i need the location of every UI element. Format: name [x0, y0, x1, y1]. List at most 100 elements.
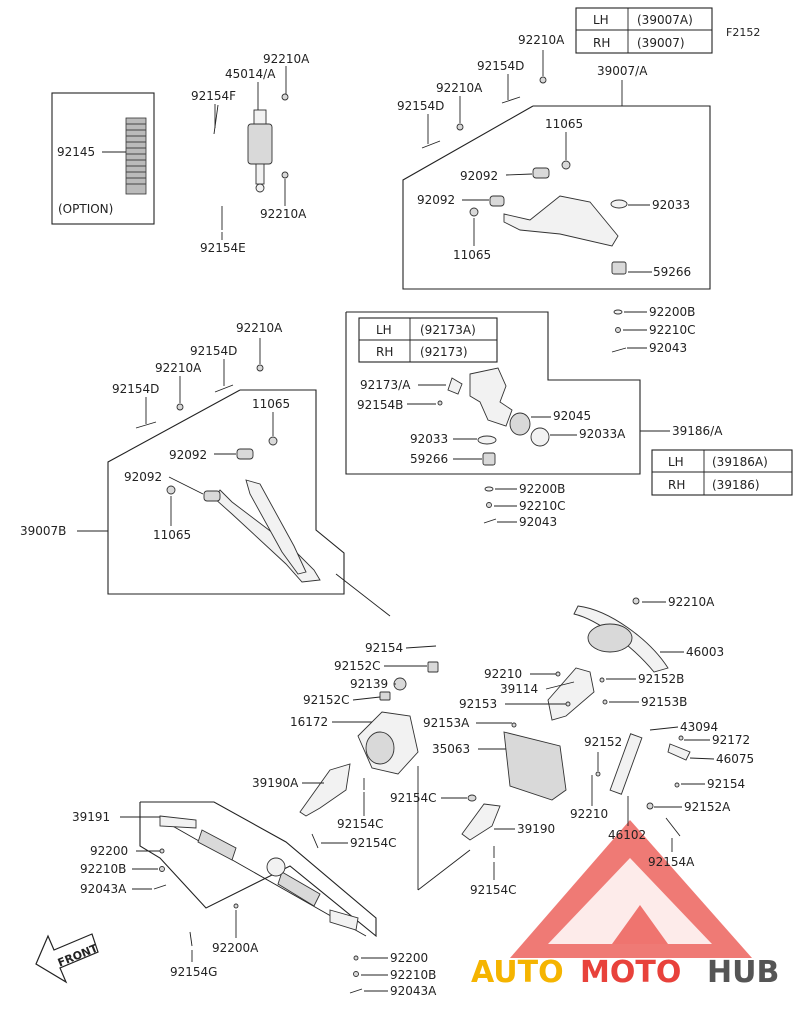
watermark-auto: AUTO [471, 955, 564, 990]
label-92092-3: 92092 [169, 448, 207, 462]
table-39186-r1c2: (39186A) [712, 455, 768, 469]
label-92210a-2: 92210A [260, 207, 307, 221]
label-92154c-4: 92154C [470, 883, 517, 897]
label-92210-2: 92210 [570, 807, 608, 821]
upper-arm-box [402, 105, 711, 290]
label-92092-4: 92092 [124, 470, 162, 484]
steering-knuckle [437, 367, 550, 466]
table-39186-r2c1: RH [668, 478, 685, 492]
steering-rack [153, 815, 367, 994]
label-59266-2: 59266 [410, 452, 448, 466]
label-92210a-5: 92210A [236, 321, 283, 335]
label-35063: 35063 [432, 742, 470, 756]
figure-code: F2152 [726, 26, 760, 39]
label-11065-1: 11065 [545, 117, 583, 131]
table-39007: LH (39007A) RH (39007) [575, 7, 713, 54]
knuckle-box: LH (92173A) RH (92173) [345, 311, 641, 475]
label-92154a: 92154A [648, 855, 695, 869]
table-39186-r2c2: (39186) [712, 478, 760, 492]
table-92173-r2c1: RH [376, 345, 393, 359]
table-39186-r1c1: LH [668, 455, 684, 469]
label-92152-1: 92152 [584, 735, 622, 749]
option-note: (OPTION) [58, 202, 113, 216]
label-46075: 46075 [716, 752, 754, 766]
label-11065-2: 11065 [453, 248, 491, 262]
table-92173-r1c2: (92173A) [420, 323, 476, 337]
label-39191: 39191 [72, 810, 110, 824]
label-92152c-1: 92152C [334, 659, 381, 673]
label-92043-1: 92043 [649, 341, 687, 355]
label-92154d-2: 92154D [397, 99, 444, 113]
upper-arm-bolts [421, 76, 547, 149]
label-92043a-1: 92043A [80, 882, 127, 896]
label-11065-4: 11065 [153, 528, 191, 542]
label-92092-1: 92092 [460, 169, 498, 183]
label-92210a-1: 92210A [263, 52, 310, 66]
label-92210a-7: 92210A [668, 595, 715, 609]
label-39190a: 39190A [252, 776, 299, 790]
lower-a-arm [166, 436, 321, 583]
table-39186: LH (39186A) RH (39186) [651, 449, 793, 496]
table-92173-r1c1: LH [376, 323, 392, 337]
label-92033-2: 92033 [410, 432, 448, 446]
watermark-logo: AUTO MOTO HUB [471, 820, 779, 990]
label-92033-1: 92033 [652, 198, 690, 212]
label-39007b: 39007B [20, 524, 66, 538]
label-92200b-2: 92200B [519, 482, 565, 496]
label-45014a: 45014/A [225, 67, 276, 81]
label-92210a-4: 92210A [436, 81, 483, 95]
label-92200-1: 92200 [90, 844, 128, 858]
upper-hardware [611, 309, 627, 353]
label-92043-2: 92043 [519, 515, 557, 529]
shock-absorber [213, 93, 289, 230]
label-92154c-2: 92154C [337, 817, 384, 831]
label-92154d-3: 92154D [190, 344, 237, 358]
rack-box [139, 801, 377, 938]
label-92154c-3: 92154C [350, 836, 397, 850]
label-92153b: 92153B [641, 695, 687, 709]
label-92033a: 92033A [579, 427, 626, 441]
label-92154-2: 92154 [707, 777, 745, 791]
label-92154c-1: 92154C [390, 791, 437, 805]
label-92154f: 92154F [191, 89, 236, 103]
table-39007-r1c2: (39007A) [637, 13, 693, 27]
table-39007-r2c2: (39007) [637, 36, 685, 50]
label-92210a-6: 92210A [155, 361, 202, 375]
label-16172: 16172 [290, 715, 328, 729]
label-92154e: 92154E [200, 241, 246, 255]
label-46102: 46102 [608, 828, 646, 842]
lower-arm-box [107, 389, 345, 595]
option-box: 92145 (OPTION) [51, 92, 155, 225]
label-92154d-4: 92154D [112, 382, 159, 396]
label-92153: 92153 [459, 697, 497, 711]
label-92200b-1: 92200B [649, 305, 695, 319]
label-92210c-2: 92210C [519, 499, 566, 513]
label-92172: 92172 [712, 733, 750, 747]
table-92173-r2c2: (92173) [420, 345, 468, 359]
label-11065-3: 11065 [252, 397, 290, 411]
label-92154d-1: 92154D [477, 59, 524, 73]
label-43094: 43094 [680, 720, 718, 734]
table-39007-r2c1: RH [593, 36, 610, 50]
steering-column [503, 667, 691, 837]
label-39190: 39190 [517, 822, 555, 836]
steering-wheel [573, 597, 669, 673]
label-39007a: 39007/A [597, 64, 648, 78]
label-92139: 92139 [350, 677, 388, 691]
label-59266-1: 59266 [653, 265, 691, 279]
lower-arm-bolts [135, 364, 264, 429]
watermark-hub: HUB [707, 955, 779, 990]
label-92210c-1: 92210C [649, 323, 696, 337]
label-92154g: 92154G [170, 965, 217, 979]
eps-unit [299, 645, 501, 858]
label-39114: 39114 [500, 682, 538, 696]
label-92152c-2: 92152C [303, 693, 350, 707]
label-92043a-2: 92043A [390, 984, 437, 998]
label-92045: 92045 [553, 409, 591, 423]
label-92152b: 92152B [638, 672, 684, 686]
label-39186a: 39186/A [672, 424, 723, 438]
label-92200-2: 92200 [390, 951, 428, 965]
knuckle-hardware [483, 486, 497, 524]
